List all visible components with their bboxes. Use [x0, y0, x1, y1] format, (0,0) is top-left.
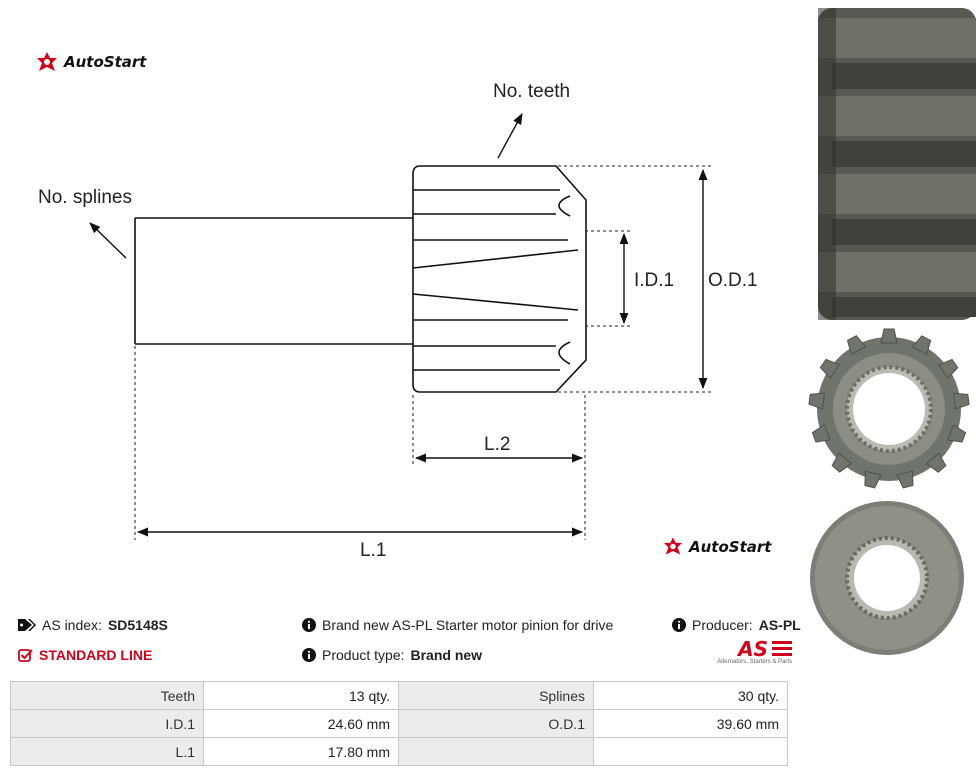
od1-label: O.D.1 — [708, 270, 758, 291]
table-row: I.D.1 24.60 mm O.D.1 39.60 mm — [10, 709, 788, 738]
no-splines-label: No. splines — [38, 187, 132, 208]
id1-label: I.D.1 — [634, 270, 674, 291]
description: Brand new AS-PL Starter motor pinion for… — [302, 617, 613, 633]
producer-label: Producer: — [692, 617, 753, 633]
producer-tagline: Alternators, Starters & Parts — [717, 659, 792, 665]
product-type: Product type: Brand new — [302, 647, 482, 663]
teeth-pointer — [497, 113, 523, 159]
as-index: AS index: SD5148S — [18, 617, 168, 633]
info-circle-icon — [672, 618, 686, 632]
autostart-logo-bottom: AutoStart — [663, 537, 771, 556]
spec-value — [593, 737, 788, 766]
tags-icon — [18, 619, 36, 631]
check-square-icon — [18, 649, 33, 662]
autostart-logo-icon — [663, 537, 683, 555]
autostart-logo-icon — [37, 52, 57, 71]
technical-drawing: No. teeth No. splines I.D.1 O.D.1 L.2 L.… — [38, 81, 758, 561]
gear-outline — [412, 165, 587, 393]
spec-value: 13 qty. — [203, 681, 399, 710]
description-text: Brand new AS-PL Starter motor pinion for… — [322, 617, 614, 633]
spec-value: 17.80 mm — [203, 737, 399, 766]
spec-value: 30 qty. — [593, 681, 788, 710]
table-row: Teeth 13 qty. Splines 30 qty. — [10, 681, 788, 710]
autostart-logo-top: AutoStart — [36, 52, 146, 72]
spec-label: I.D.1 — [10, 709, 204, 738]
spec-value: 39.60 mm — [593, 709, 788, 738]
standard-line-badge: STANDARD LINE — [18, 647, 152, 663]
no-teeth-label: No. teeth — [493, 81, 570, 102]
product-type-label: Product type: — [322, 647, 405, 663]
spec-label: L.1 — [10, 737, 204, 766]
producer-value: AS-PL — [758, 617, 801, 633]
product-photo-front — [808, 328, 970, 489]
spec-label: O.D.1 — [398, 709, 594, 738]
producer-logo: AS Alternators, Starters & Parts — [712, 639, 792, 665]
product-type-value: Brand new — [410, 647, 483, 663]
spec-label: Teeth — [10, 681, 204, 710]
producer: Producer: AS-PL — [672, 617, 801, 633]
l1-label: L.1 — [360, 540, 386, 561]
standard-line-text: STANDARD LINE — [39, 647, 153, 663]
producer-logo-text: AS — [738, 637, 768, 661]
spec-label: Splines — [398, 681, 594, 710]
specs-table: Teeth 13 qty. Splines 30 qty. I.D.1 24.6… — [10, 681, 788, 766]
product-photo-back — [810, 501, 964, 655]
info-circle-icon — [302, 618, 316, 632]
product-photo-side — [818, 8, 976, 320]
as-index-label: AS index: — [42, 617, 102, 633]
producer-logo-stripes — [772, 641, 792, 656]
spec-value: 24.60 mm — [203, 709, 399, 738]
spec-label — [398, 737, 594, 766]
as-index-value: SD5148S — [107, 617, 168, 633]
l2-label: L.2 — [484, 434, 510, 455]
splines-pointer — [89, 222, 127, 259]
logo-text: AutoStart — [64, 53, 147, 71]
shaft-outline — [134, 217, 413, 345]
logo-text: AutoStart — [689, 537, 772, 556]
info-circle-icon — [302, 648, 316, 662]
table-row: L.1 17.80 mm — [10, 737, 788, 766]
